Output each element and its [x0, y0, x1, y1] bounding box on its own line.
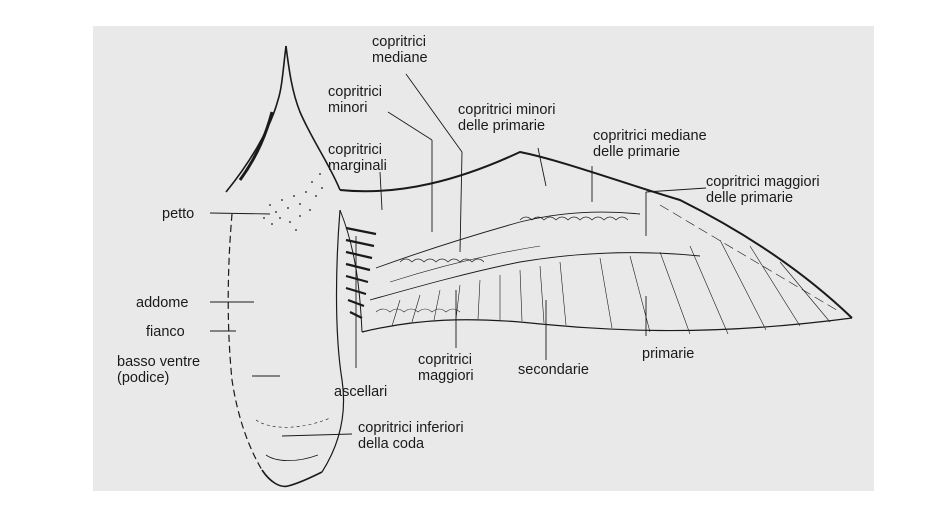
- leader-copritrici-inferiori-coda: [281, 433, 353, 437]
- greater-coverts-row: [369, 252, 701, 301]
- bird-head: [225, 45, 287, 193]
- bird-tail: [261, 469, 323, 488]
- covert-scallops: [375, 216, 629, 313]
- label-ascellari: ascellari: [334, 384, 388, 400]
- leader-copritrici-maggiori-primarie: [645, 187, 707, 193]
- wing-trailing-edge: [361, 317, 853, 333]
- breast-stipple: [263, 173, 323, 231]
- primaries-feathers: [599, 204, 841, 335]
- leader-copritrici-mediane-primarie-1: [537, 147, 547, 187]
- leader-petto: [209, 212, 271, 215]
- label-petto: petto: [162, 206, 195, 222]
- leader-copritrici-minori-primarie: [459, 151, 463, 253]
- secondaries-feathers: [391, 261, 567, 327]
- leader-lines: [209, 73, 707, 437]
- label-addome: addome: [136, 295, 189, 311]
- leader-copritrici-marginali: [379, 171, 383, 211]
- label-primarie: primarie: [642, 346, 695, 362]
- wing-leading-edge: [339, 150, 853, 319]
- scanned-page-background: [93, 26, 874, 491]
- leader-copritrici-minori: [387, 111, 433, 141]
- leader-copritrici-mediane: [405, 73, 463, 153]
- label-secondarie: secondarie: [518, 362, 589, 378]
- minor-coverts-row: [375, 211, 641, 269]
- label-basso-ventre: basso ventre(podice): [117, 354, 201, 386]
- label-fianco: fianco: [146, 324, 185, 340]
- bird-body: [225, 45, 345, 488]
